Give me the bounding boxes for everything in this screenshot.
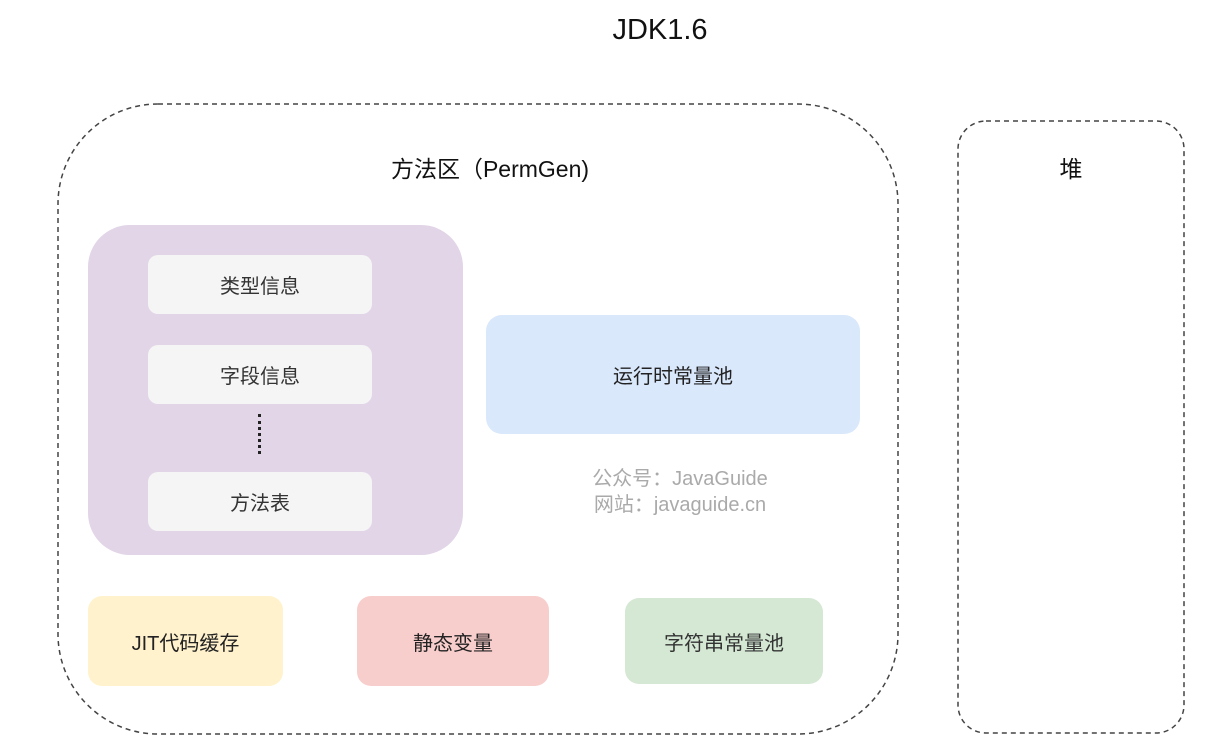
watermark-line-1: 公众号：JavaGuide — [592, 468, 768, 490]
jit-code-cache-box: JIT代码缓存 — [88, 596, 283, 686]
type-info-box: 类型信息 — [148, 255, 372, 314]
method-area-border — [57, 103, 899, 735]
watermark: 公众号：JavaGuide 网站：javaguide.cn — [520, 466, 840, 518]
string-constant-pool-box: 字符串常量池 — [625, 598, 823, 684]
method-area-label: 方法区（PermGen) — [390, 156, 590, 182]
method-table-box: 方法表 — [148, 472, 372, 531]
runtime-constant-pool-box: 运行时常量池 — [486, 315, 860, 434]
heap-label: 堆 — [1059, 156, 1083, 182]
diagram-title: JDK1.6 — [612, 14, 708, 46]
ellipsis-dots-icon — [258, 414, 261, 454]
watermark-line-2: 网站：javaguide.cn — [593, 494, 767, 516]
field-info-box: 字段信息 — [148, 345, 372, 404]
heap-border — [957, 120, 1185, 734]
static-variables-box: 静态变量 — [357, 596, 549, 686]
